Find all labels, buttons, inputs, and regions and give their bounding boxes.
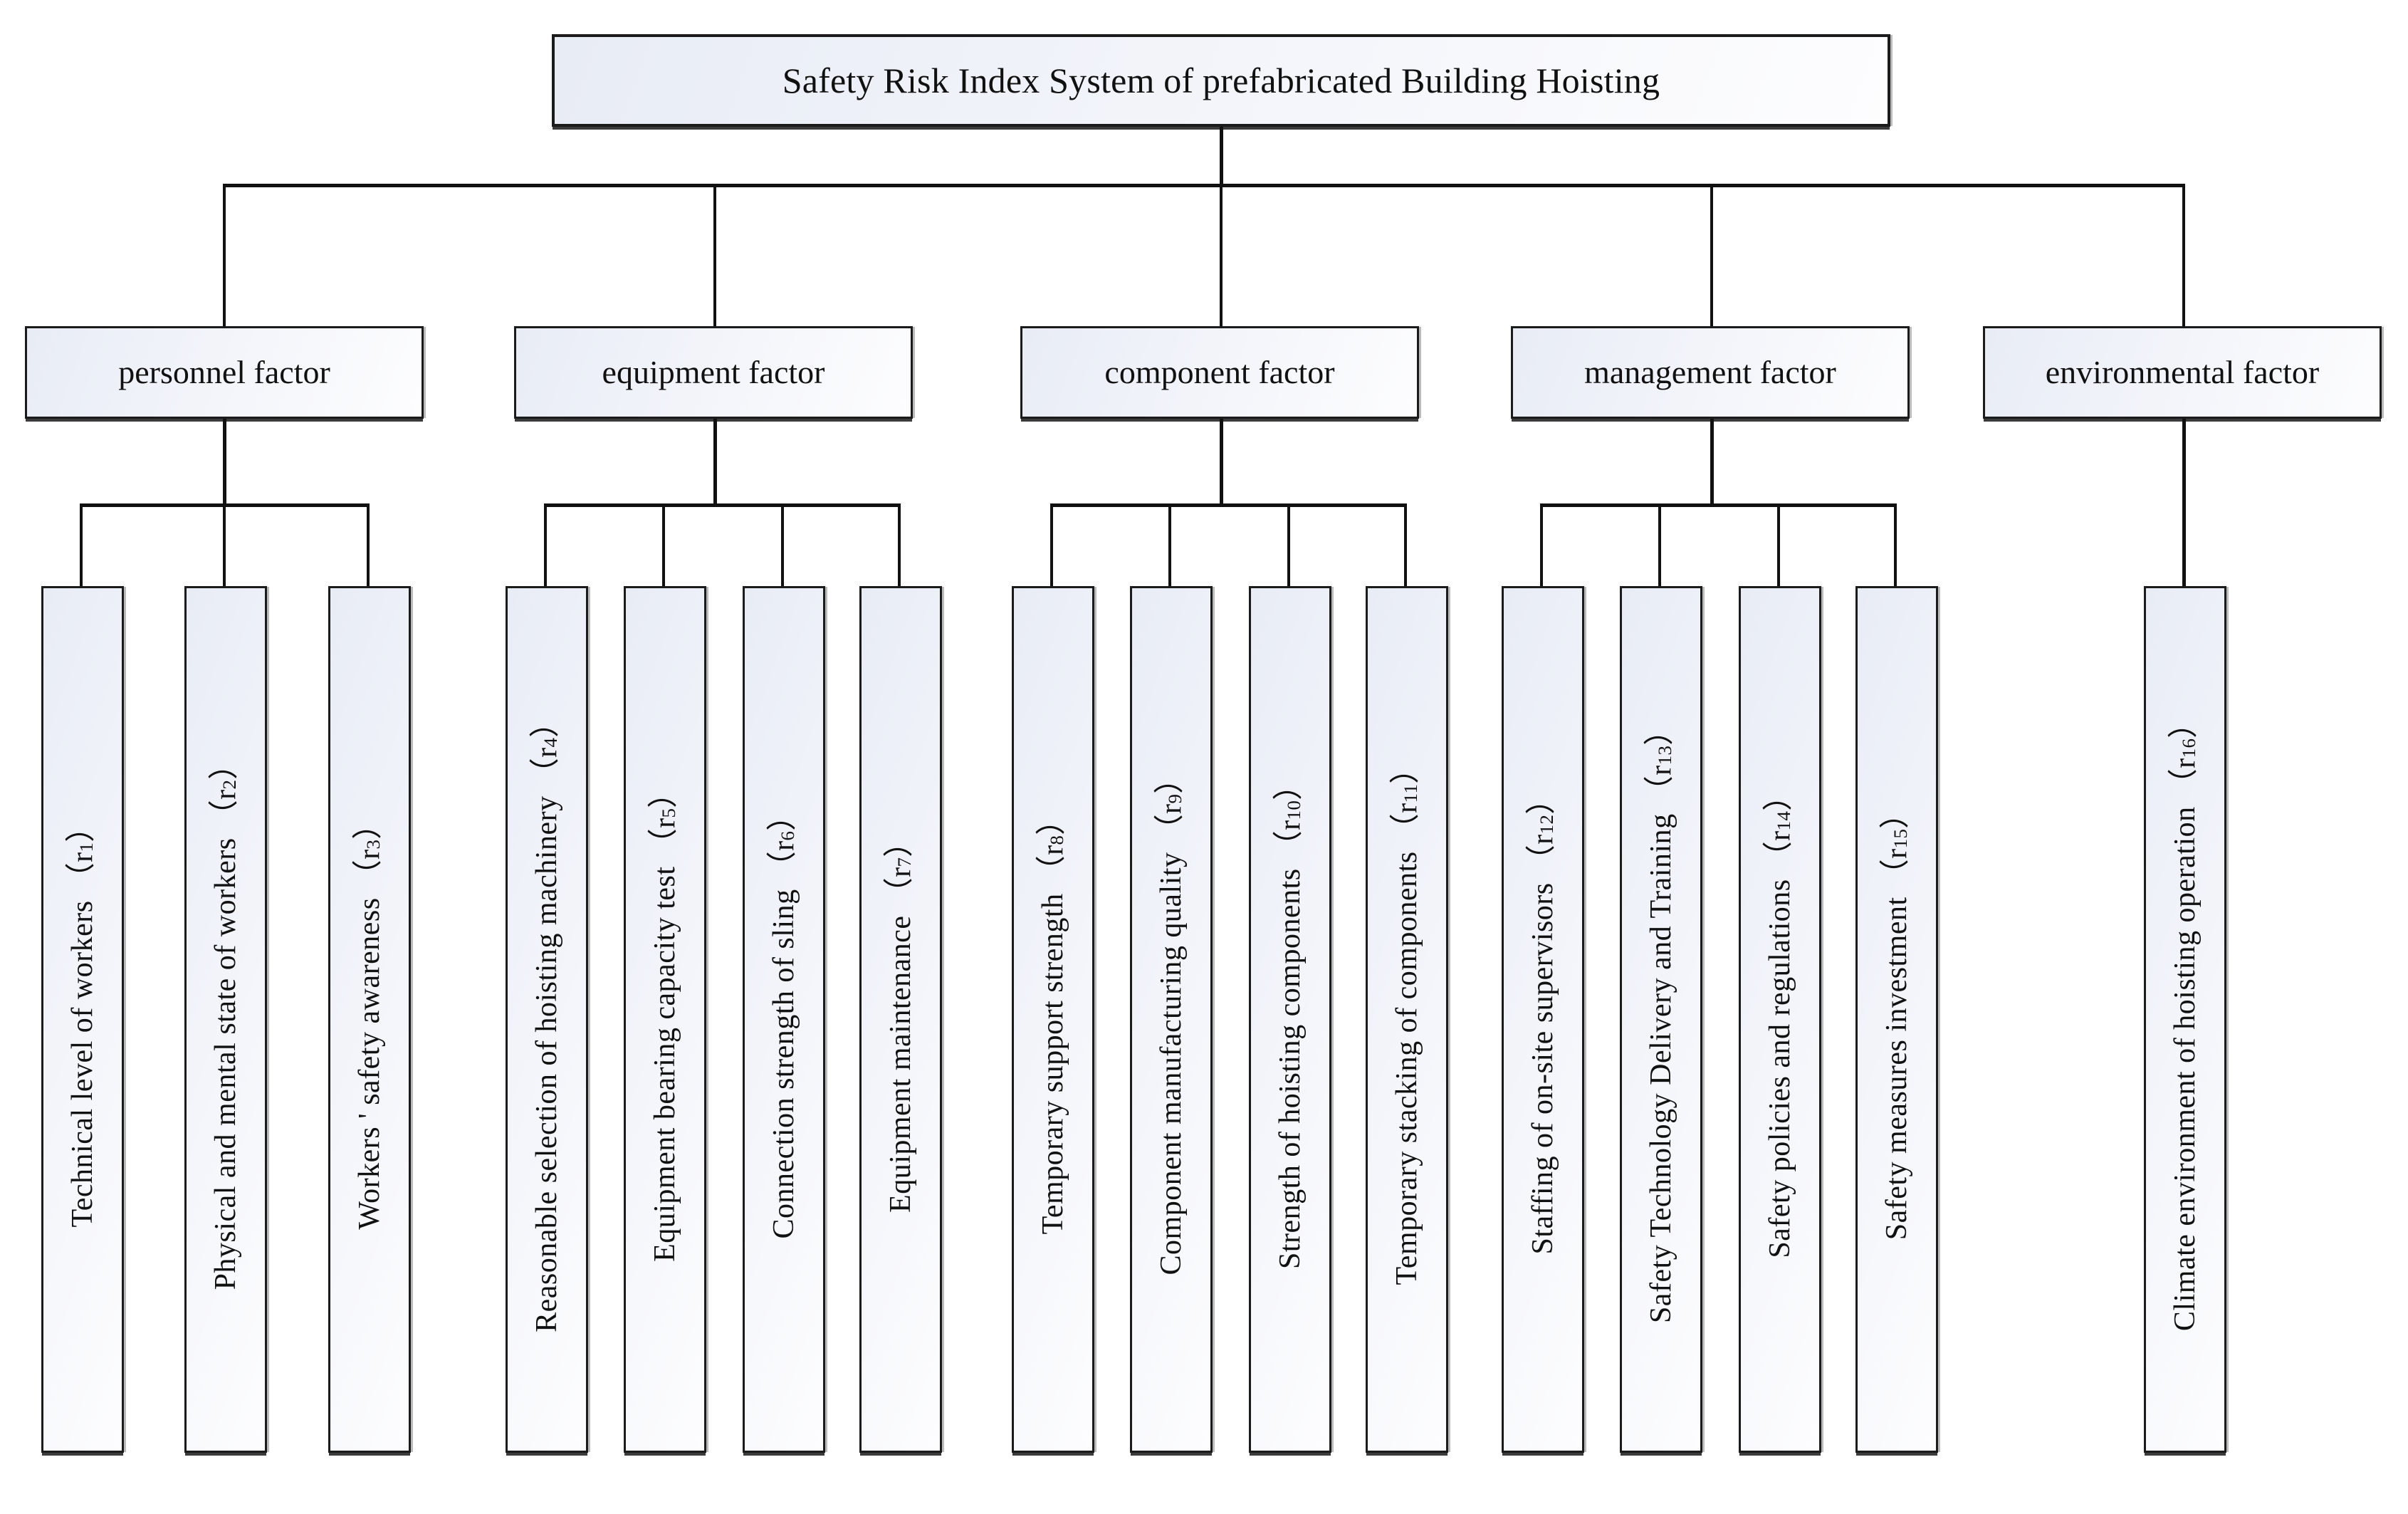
factor-node-environmental[interactable]: environmental factor (1983, 326, 2382, 419)
indicator-node-r13[interactable]: Safety Technology Delivery and Training … (1620, 586, 1702, 1453)
equipment-drop-r7 (898, 503, 901, 586)
level1-drop-equipment (713, 184, 716, 326)
factor-node-component-label: component factor (1104, 353, 1335, 390)
equipment-drop-r5 (662, 503, 665, 586)
indicator-node-r15-label: Safety measures investment （r15） (1880, 798, 1913, 1241)
indicator-node-r8[interactable]: Temporary support strength （r8） (1012, 586, 1094, 1453)
indicator-node-r8-label: Temporary support strength （r8） (1036, 804, 1069, 1235)
management-bus (1540, 503, 1897, 507)
factor-node-equipment[interactable]: equipment factor (514, 326, 913, 419)
indicator-node-r2-label: Physical and mental state of workers （r2… (209, 748, 242, 1290)
indicator-node-r1-label: Technical level of workers （r1） (66, 811, 99, 1228)
personnel-drop-r1 (80, 503, 83, 586)
indicator-node-r12-label: Staffing of on-site supervisors （r12） (1526, 784, 1559, 1255)
indicator-node-r14[interactable]: Safety policies and regulations （r14） (1739, 586, 1821, 1453)
indicator-node-r7-label: Equipment maintenance （r7） (884, 826, 917, 1213)
equipment-drop-r4 (544, 503, 547, 586)
management-drop-r15 (1894, 503, 1897, 586)
equipment-drop-r6 (781, 503, 784, 586)
indicator-node-r10[interactable]: Strength of hoisting components （r10） (1249, 586, 1331, 1453)
factor-node-personnel[interactable]: personnel factor (25, 326, 424, 419)
component-drop-r8 (1050, 503, 1053, 586)
component-bus (1050, 503, 1407, 507)
root-stem (1220, 127, 1223, 185)
personnel-stem (223, 419, 226, 506)
management-stem (1710, 419, 1714, 506)
indicator-node-r3-label: Workers ' safety awareness （r3） (352, 809, 386, 1230)
personnel-drop-r3 (367, 503, 370, 586)
root-node-label: Safety Risk Index System of prefabricate… (782, 60, 1660, 100)
indicator-node-r5-label: Equipment bearing capacity test （r5） (648, 777, 681, 1262)
indicator-node-r6[interactable]: Connection strength of sling （r6） (743, 586, 825, 1453)
indicator-node-r13-label: Safety Technology Delivery and Training … (1644, 715, 1677, 1324)
indicator-node-r12[interactable]: Staffing of on-site supervisors （r12） (1502, 586, 1584, 1453)
indicator-node-r1[interactable]: Technical level of workers （r1） (41, 586, 124, 1453)
factor-node-personnel-label: personnel factor (118, 353, 330, 390)
component-drop-r9 (1168, 503, 1171, 586)
indicator-node-r16[interactable]: Climate environment of hoisting operatio… (2144, 586, 2226, 1453)
factor-node-management[interactable]: management factor (1511, 326, 1910, 419)
management-drop-r12 (1540, 503, 1543, 586)
indicator-node-r3[interactable]: Workers ' safety awareness （r3） (328, 586, 411, 1453)
equipment-stem (713, 419, 717, 506)
indicator-node-r7[interactable]: Equipment maintenance （r7） (859, 586, 942, 1453)
factor-node-component[interactable]: component factor (1020, 326, 1419, 419)
indicator-node-r4[interactable]: Reasonable selection of hoisting machine… (506, 586, 588, 1453)
factor-node-equipment-label: equipment factor (602, 353, 825, 390)
management-drop-r14 (1777, 503, 1780, 586)
component-drop-r10 (1287, 503, 1290, 586)
level1-drop-component (1220, 184, 1223, 326)
component-stem (1220, 419, 1223, 506)
indicator-node-r16-label: Climate environment of hoisting operatio… (2168, 707, 2202, 1332)
indicator-node-r6-label: Connection strength of sling （r6） (767, 800, 800, 1239)
indicator-node-r10-label: Strength of hoisting components （r10） (1273, 770, 1307, 1269)
factor-node-environmental-label: environmental factor (2045, 353, 2320, 390)
level1-drop-environmental (2182, 184, 2185, 326)
indicator-node-r2[interactable]: Physical and mental state of workers （r2… (184, 586, 267, 1453)
indicator-node-r15[interactable]: Safety measures investment （r15） (1855, 586, 1938, 1453)
level1-drop-management (1710, 184, 1713, 326)
level1-bus (223, 184, 2185, 187)
level1-drop-personnel (223, 184, 226, 326)
factor-node-management-label: management factor (1584, 353, 1836, 390)
component-drop-r11 (1404, 503, 1407, 586)
personnel-drop-r2 (223, 503, 226, 586)
indicator-node-r14-label: Safety policies and regulations （r14） (1763, 781, 1796, 1258)
indicator-node-r9[interactable]: Component manufacturing quality （r9） (1130, 586, 1213, 1453)
indicator-node-r5[interactable]: Equipment bearing capacity test （r5） (624, 586, 706, 1453)
environmental-stem (2182, 419, 2186, 586)
indicator-node-r11[interactable]: Temporary stacking of components （r11） (1366, 586, 1448, 1453)
equipment-bus (544, 503, 901, 507)
indicator-node-r9-label: Component manufacturing quality （r9） (1154, 763, 1188, 1275)
management-drop-r13 (1658, 503, 1661, 586)
root-node[interactable]: Safety Risk Index System of prefabricate… (552, 34, 1890, 127)
indicator-node-r4-label: Reasonable selection of hoisting machine… (530, 706, 563, 1332)
indicator-node-r11-label: Temporary stacking of components （r11） (1390, 753, 1423, 1285)
